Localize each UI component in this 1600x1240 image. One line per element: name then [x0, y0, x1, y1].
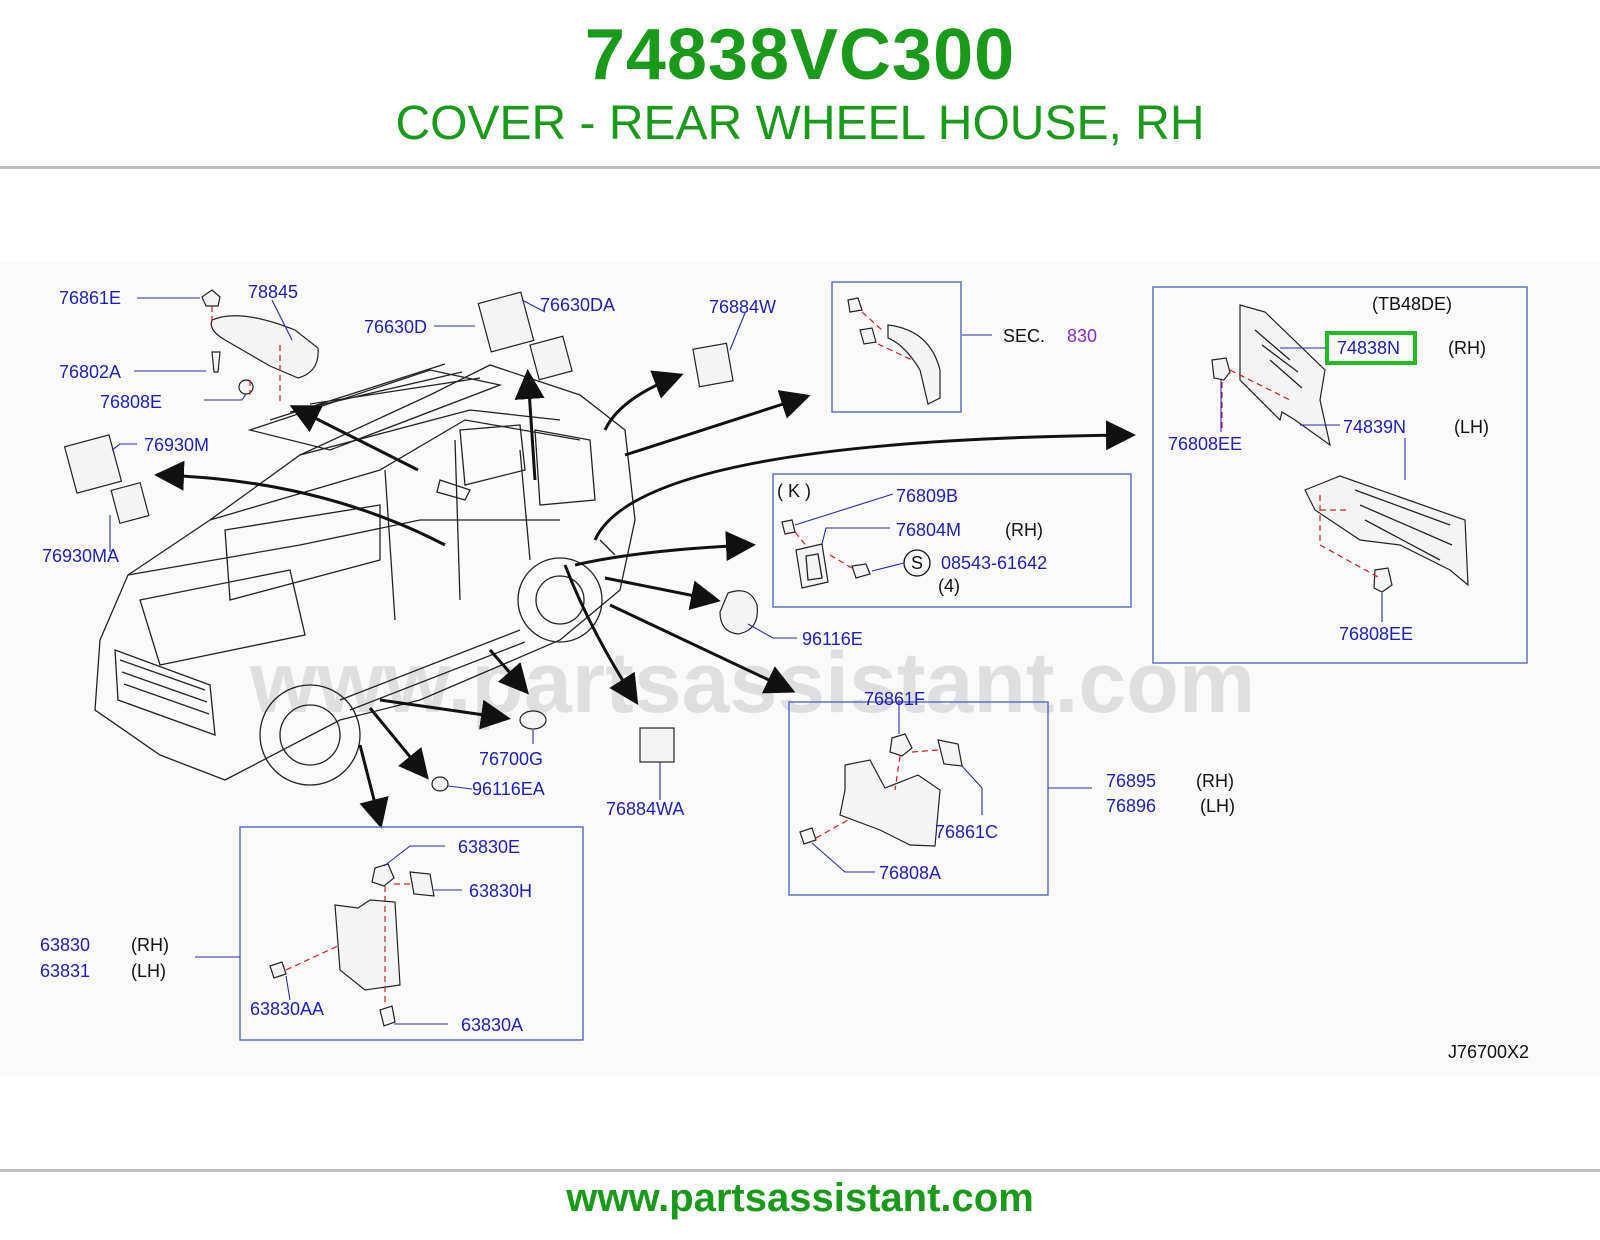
- sec830-parts: [847, 297, 941, 405]
- label-76930MA[interactable]: 76930MA: [42, 546, 119, 566]
- label-63830E[interactable]: 63830E: [458, 837, 520, 857]
- label-76630D: [477, 291, 535, 353]
- label-76630DA[interactable]: 76630DA: [540, 295, 615, 315]
- diagram-code: J76700X2: [1448, 1042, 1529, 1062]
- label-76861C[interactable]: 76861C: [935, 822, 998, 842]
- label-76884W[interactable]: 76884W: [709, 297, 776, 317]
- label-76630D[interactable]: 76630D: [364, 317, 427, 337]
- wheel-house-covers: [1211, 304, 1469, 593]
- label-76809B[interactable]: 76809B: [896, 486, 958, 506]
- header-divider: [0, 166, 1600, 169]
- pointer-arrows: [154, 369, 1136, 829]
- footer-divider: [0, 1169, 1600, 1172]
- label-76930M[interactable]: 76930M: [144, 435, 209, 455]
- label-76630DA: [529, 335, 573, 381]
- label-s: S: [911, 553, 923, 573]
- seal-76884WA: [639, 727, 675, 763]
- plug-96116EA: [431, 776, 449, 792]
- label-rh-4: (RH): [131, 935, 169, 955]
- vehicle-illustration: [94, 363, 636, 786]
- label-96116EA[interactable]: 96116EA: [472, 779, 545, 799]
- label-qty-4: (4): [938, 576, 960, 596]
- sun-visor-group: [201, 289, 319, 405]
- plug-76700G: [519, 710, 547, 730]
- seal-76884W: [692, 342, 734, 388]
- mud-guard-parts: [799, 733, 963, 847]
- mud-guard-box: [788, 701, 1049, 896]
- label-76930MA: [110, 481, 150, 525]
- plug-96116E: [719, 590, 758, 635]
- label-96116E[interactable]: 96116E: [802, 629, 863, 649]
- label-k: ( K ): [777, 481, 811, 501]
- label-76808A[interactable]: 76808A: [879, 863, 941, 883]
- label-76896[interactable]: 76896: [1106, 796, 1156, 816]
- label-63830H[interactable]: 63830H: [469, 881, 532, 901]
- part-description: COVER - REAR WHEEL HOUSE, RH: [395, 97, 1205, 150]
- label-76930M: [63, 434, 123, 494]
- label-63830A[interactable]: 63830A: [461, 1015, 523, 1035]
- part-number-title: 74838VC300: [584, 15, 1016, 95]
- label-76861F[interactable]: 76861F: [864, 689, 925, 709]
- label-63830AA[interactable]: 63830AA: [250, 999, 324, 1019]
- k-box-parts: [781, 519, 931, 589]
- label-sec-830[interactable]: 830: [1067, 326, 1097, 346]
- label-lh-1: (LH): [1454, 417, 1489, 437]
- label-76808EE-b[interactable]: 76808EE: [1339, 624, 1413, 644]
- label-rh-3: (RH): [1196, 771, 1234, 791]
- label-76700G[interactable]: 76700G: [479, 749, 543, 769]
- label-rh-2: (RH): [1005, 520, 1043, 540]
- label-08543-61642[interactable]: 08543-61642: [941, 553, 1047, 573]
- label-76861E[interactable]: 76861E: [59, 288, 121, 308]
- label-76884WA[interactable]: 76884WA: [606, 799, 684, 819]
- k-box: [772, 473, 1132, 608]
- label-63830[interactable]: 63830: [40, 935, 90, 955]
- label-rh-1: (RH): [1448, 338, 1486, 358]
- label-lh-4: (LH): [131, 961, 166, 981]
- label-76802A[interactable]: 76802A: [59, 362, 121, 382]
- label-78845[interactable]: 78845: [248, 282, 298, 302]
- sec830-box: [831, 281, 962, 413]
- label-76808EE-a[interactable]: 76808EE: [1168, 434, 1242, 454]
- label-lh-3: (LH): [1200, 796, 1235, 816]
- label-76895[interactable]: 76895: [1106, 771, 1156, 791]
- leader-lines: [109, 297, 1406, 1025]
- part-labels: 76861E 78845 76630D 76630DA 76884W 76802…: [40, 282, 1529, 1062]
- label-76808E[interactable]: 76808E: [100, 392, 162, 412]
- label-sec: SEC.: [1003, 326, 1045, 346]
- footer-url[interactable]: www.partsassistant.com: [566, 1176, 1034, 1220]
- label-tb48de: (TB48DE): [1372, 294, 1452, 314]
- label-74838N[interactable]: 74838N: [1337, 338, 1400, 358]
- splash-guard-box: [239, 826, 584, 1041]
- label-76804M[interactable]: 76804M: [896, 520, 961, 540]
- watermark: www.partsassistant.com: [249, 635, 1255, 731]
- label-63831[interactable]: 63831: [40, 961, 90, 981]
- highlight-box-74838N: [1325, 331, 1417, 365]
- tb48de-box: [1152, 286, 1528, 664]
- label-74839N[interactable]: 74839N: [1343, 417, 1406, 437]
